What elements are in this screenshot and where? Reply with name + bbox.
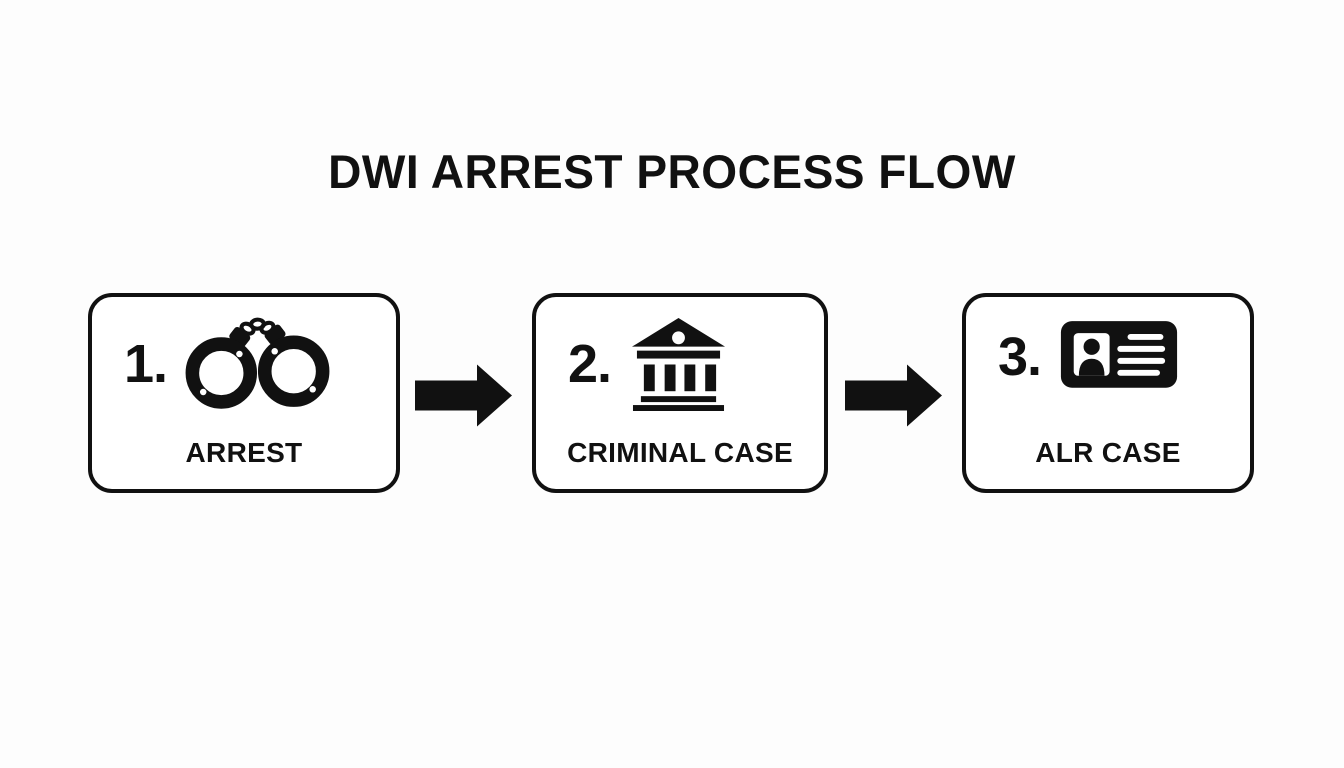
step-number: 1.: [124, 333, 168, 394]
step-box-criminal-case: 2. CRIMINAL CASE: [532, 293, 828, 493]
step-box-arrest: 1.: [88, 293, 400, 493]
courthouse-icon: [629, 316, 728, 411]
page-title: DWI ARREST PROCESS FLOW: [328, 145, 1016, 198]
step-label: ARREST: [185, 437, 303, 468]
step-number: 2.: [568, 333, 612, 394]
step-header: 1.: [124, 316, 330, 411]
handcuffs-icon: [185, 316, 330, 411]
arrow-right-icon: [845, 364, 942, 427]
id-card-icon: [1059, 316, 1179, 398]
step-number: 3.: [998, 327, 1042, 387]
step-header: 3.: [998, 316, 1179, 398]
step-label: ALR CASE: [1035, 437, 1181, 468]
arrow-right-icon: [415, 364, 512, 427]
step-label: CRIMINAL CASE: [567, 437, 793, 468]
step-header: 2.: [568, 316, 728, 411]
step-box-alr-case: 3. ALR CASE: [962, 293, 1254, 493]
